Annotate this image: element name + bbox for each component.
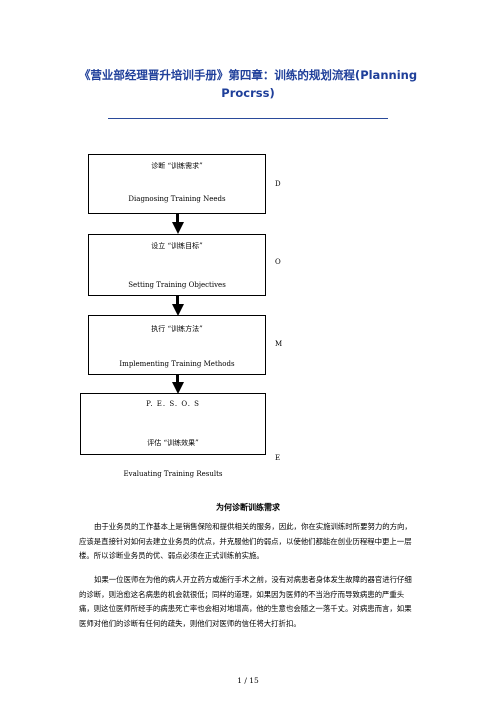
document-title: 《营业部经理晋升培训手册》第四章：训练的规划流程(Planning Procrs… <box>60 66 436 102</box>
flow-step-zh: 诊断 “训练需求” <box>151 162 203 170</box>
flow-step-en: Diagnosing Training Needs <box>128 195 226 203</box>
flow-step-diagnosing: 诊断 “训练需求” Diagnosing Training Needs <box>88 154 266 214</box>
flow-step-setting: 设立 “训练目标” Setting Training Objectives <box>88 234 266 296</box>
title-line-1: 《营业部经理晋升培训手册》第四章：训练的规划流程(Planning <box>78 68 418 82</box>
flow-arrow-1 <box>176 214 179 223</box>
flow-arrow-2 <box>176 296 179 305</box>
flow-arrow-1-head <box>171 222 184 234</box>
flow-letter-d: D <box>275 180 281 188</box>
title-underline <box>108 118 388 119</box>
flow-step-zh: 设立 “训练目标” <box>151 242 203 250</box>
flow-letter-m: M <box>275 340 283 348</box>
section-heading: 为何诊断训练需求 <box>216 502 280 512</box>
page-number: 1 / 15 <box>237 676 259 685</box>
flow-step-zh: 执行 “训练方法” <box>151 325 203 333</box>
flow-arrow-3 <box>176 375 179 383</box>
flow-step-en: Implementing Training Methods <box>119 360 235 368</box>
flow-letter-o: O <box>275 258 281 266</box>
flow-step-en: Evaluating Training Results <box>123 470 223 478</box>
flow-step-implementing: 执行 “训练方法” Implementing Training Methods <box>88 315 266 375</box>
flow-step-zh: 评估 “训练效果” <box>147 439 199 447</box>
flow-step-evaluating: P. E. S. O. S 评估 “训练效果” <box>80 393 266 455</box>
body-paragraph-1: 由于业务员的工作基本上是销售保险和提供相关的服务，因此，你在实施训练时所要努力的… <box>79 522 412 560</box>
title-line-2: Procrss) <box>221 86 275 100</box>
flow-arrow-3-head <box>171 382 184 394</box>
body-paragraph-2: 如果一位医师在为他的病人开立药方或施行手术之前，没有对病患者身体发生故障的器官进… <box>79 575 412 628</box>
flow-step-acronym: P. E. S. O. S <box>146 400 200 408</box>
flow-arrow-2-head <box>171 304 184 316</box>
flow-letter-e: E <box>275 454 281 462</box>
flow-step-en: Setting Training Objectives <box>128 281 226 289</box>
